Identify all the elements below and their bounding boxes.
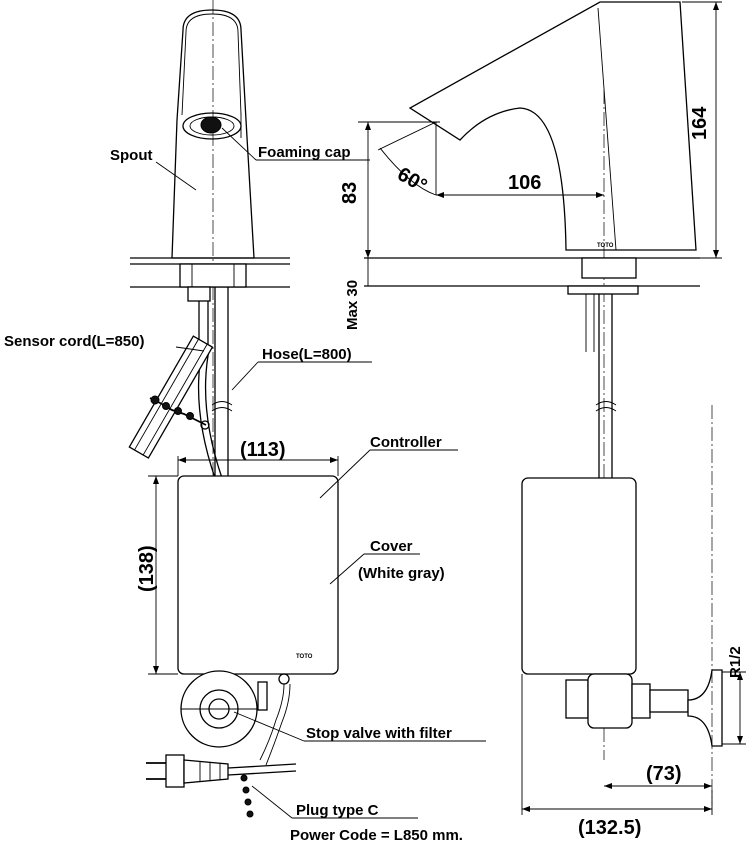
side-brand-mark: TOTO [597, 243, 614, 249]
spout-body [171, 9, 255, 259]
label-thread-size: R1/2 [727, 646, 744, 678]
controller-side [521, 477, 637, 675]
foaming-cap [200, 116, 222, 134]
label-plug-type: Plug type C [296, 802, 379, 819]
label-foaming-cap: Foaming cap [258, 144, 351, 161]
controller-box [177, 475, 339, 675]
dim-height-total: 164 [689, 106, 711, 140]
side-view: TOTO 16 [339, 1, 746, 839]
dim-reach: 106 [508, 172, 541, 194]
dim-angle: 60° [394, 163, 431, 197]
label-power-code: Power Code = L850 mm. [290, 827, 463, 844]
dim-valve-offset: (73) [646, 763, 682, 785]
dim-controller-width: (113) [240, 439, 286, 461]
stop-valve-side [565, 669, 746, 747]
label-cover: Cover [370, 538, 413, 555]
power-plug [146, 754, 297, 818]
dim-overall-depth: (132.5) [578, 817, 641, 839]
label-stop-valve: Stop valve with filter [306, 725, 452, 742]
label-hose: Hose(L=800) [262, 346, 352, 363]
label-controller: Controller [370, 434, 442, 451]
spout-side-profile [408, 1, 697, 251]
front-view: TOTO (113) (138) [4, 0, 486, 844]
dim-height-outlet: 83 [339, 182, 361, 204]
label-sensor-cord: Sensor cord(L=850) [4, 333, 144, 350]
label-cover-color: (White gray) [358, 565, 445, 582]
dim-max-counter: Max 30 [344, 280, 361, 330]
stop-valve [180, 670, 268, 748]
label-spout: Spout [110, 147, 153, 164]
controller-brand-mark: TOTO [296, 654, 313, 660]
dim-controller-height: (138) [136, 545, 158, 592]
sensor-connector [128, 335, 214, 459]
